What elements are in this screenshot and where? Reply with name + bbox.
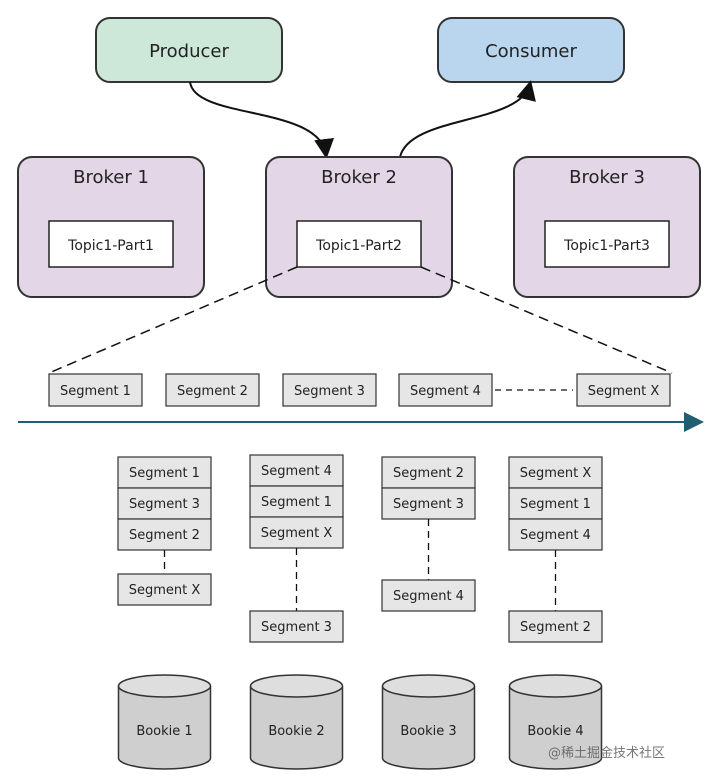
timeline-segment: Segment 1 xyxy=(48,373,143,407)
bookie-storage-icon: Bookie 2 xyxy=(249,674,344,770)
segment-label: Segment 4 xyxy=(520,528,591,543)
segment-label: Segment 1 xyxy=(261,495,332,510)
segment-label: Segment 2 xyxy=(520,620,591,635)
bookie-column: Segment 4 Segment 1 Segment X Segment 3 Book… xyxy=(249,454,344,770)
expansion-line-left xyxy=(48,266,298,374)
segment-label: Segment X xyxy=(261,526,333,541)
bookie-label: Bookie 2 xyxy=(268,724,324,739)
broker-3: Broker 3 Topic1-Part3 xyxy=(513,156,701,298)
timeline-segment: Segment X xyxy=(576,373,671,407)
bookie-label: Bookie 4 xyxy=(527,724,583,739)
bookie-storage-icon: Bookie 4 xyxy=(508,674,603,770)
segment-label: Segment X xyxy=(520,466,592,481)
bookie-label: Bookie 3 xyxy=(400,724,456,739)
bookie-column: Segment 1 Segment 3 Segment 2 Segment X Book… xyxy=(117,456,212,770)
timeline-segment: Segment 2 xyxy=(165,373,260,407)
segment-label: Segment 2 xyxy=(177,384,248,399)
segment-label: Segment 4 xyxy=(393,589,464,604)
segment-label: Segment 1 xyxy=(129,466,200,481)
segment-label: Segment X xyxy=(129,583,201,598)
broker-to-consumer-arrow xyxy=(399,80,536,158)
segment-label: Segment 4 xyxy=(261,464,332,479)
consumer-node: Consumer xyxy=(437,17,625,83)
segment-label: Segment X xyxy=(588,384,660,399)
bookie-storage-icon: Bookie 1 xyxy=(117,674,212,770)
bookie-columns: Segment 1 Segment 3 Segment 2 Segment X Book… xyxy=(117,454,603,770)
segment-label: Segment 2 xyxy=(393,466,464,481)
segment-label: Segment 3 xyxy=(129,497,200,512)
partition-label: Topic1-Part3 xyxy=(563,238,650,254)
bookie-label: Bookie 1 xyxy=(136,724,192,739)
partition-label: Topic1-Part1 xyxy=(67,238,154,254)
segment-label: Segment 1 xyxy=(60,384,131,399)
broker-label: Broker 1 xyxy=(73,167,149,188)
segment-label: Segment 1 xyxy=(520,497,591,512)
producer-label: Producer xyxy=(149,41,229,62)
broker-2: Broker 2 Topic1-Part2 xyxy=(265,156,453,298)
bookie-storage-icon: Bookie 3 xyxy=(381,674,476,770)
segment-label: Segment 3 xyxy=(294,384,365,399)
consumer-label: Consumer xyxy=(485,41,577,62)
segment-label: Segment 3 xyxy=(393,497,464,512)
producer-to-broker-arrow xyxy=(189,81,334,159)
segment-label: Segment 2 xyxy=(129,528,200,543)
timeline-segment: Segment 3 xyxy=(282,373,377,407)
producer-node: Producer xyxy=(95,17,283,83)
segment-timeline: Segment 1 Segment 2 Segment 3 Segment 4 Segm… xyxy=(48,373,671,407)
bookie-column: Segment 2 Segment 3 Segment 4 Bookie 3 xyxy=(381,456,476,770)
watermark-text: @稀土掘金技术社区 xyxy=(548,746,666,761)
broker-label: Broker 2 xyxy=(321,167,397,188)
segment-label: Segment 4 xyxy=(410,384,481,399)
bookie-column: Segment X Segment 1 Segment 4 Segment 2 Book… xyxy=(508,456,603,770)
partition-label: Topic1-Part2 xyxy=(315,238,402,254)
broker-label: Broker 3 xyxy=(569,167,645,188)
broker-1: Broker 1 Topic1-Part1 xyxy=(17,156,205,298)
segment-label: Segment 3 xyxy=(261,620,332,635)
timeline-segment: Segment 4 xyxy=(398,373,493,407)
expansion-line-right xyxy=(420,266,673,374)
